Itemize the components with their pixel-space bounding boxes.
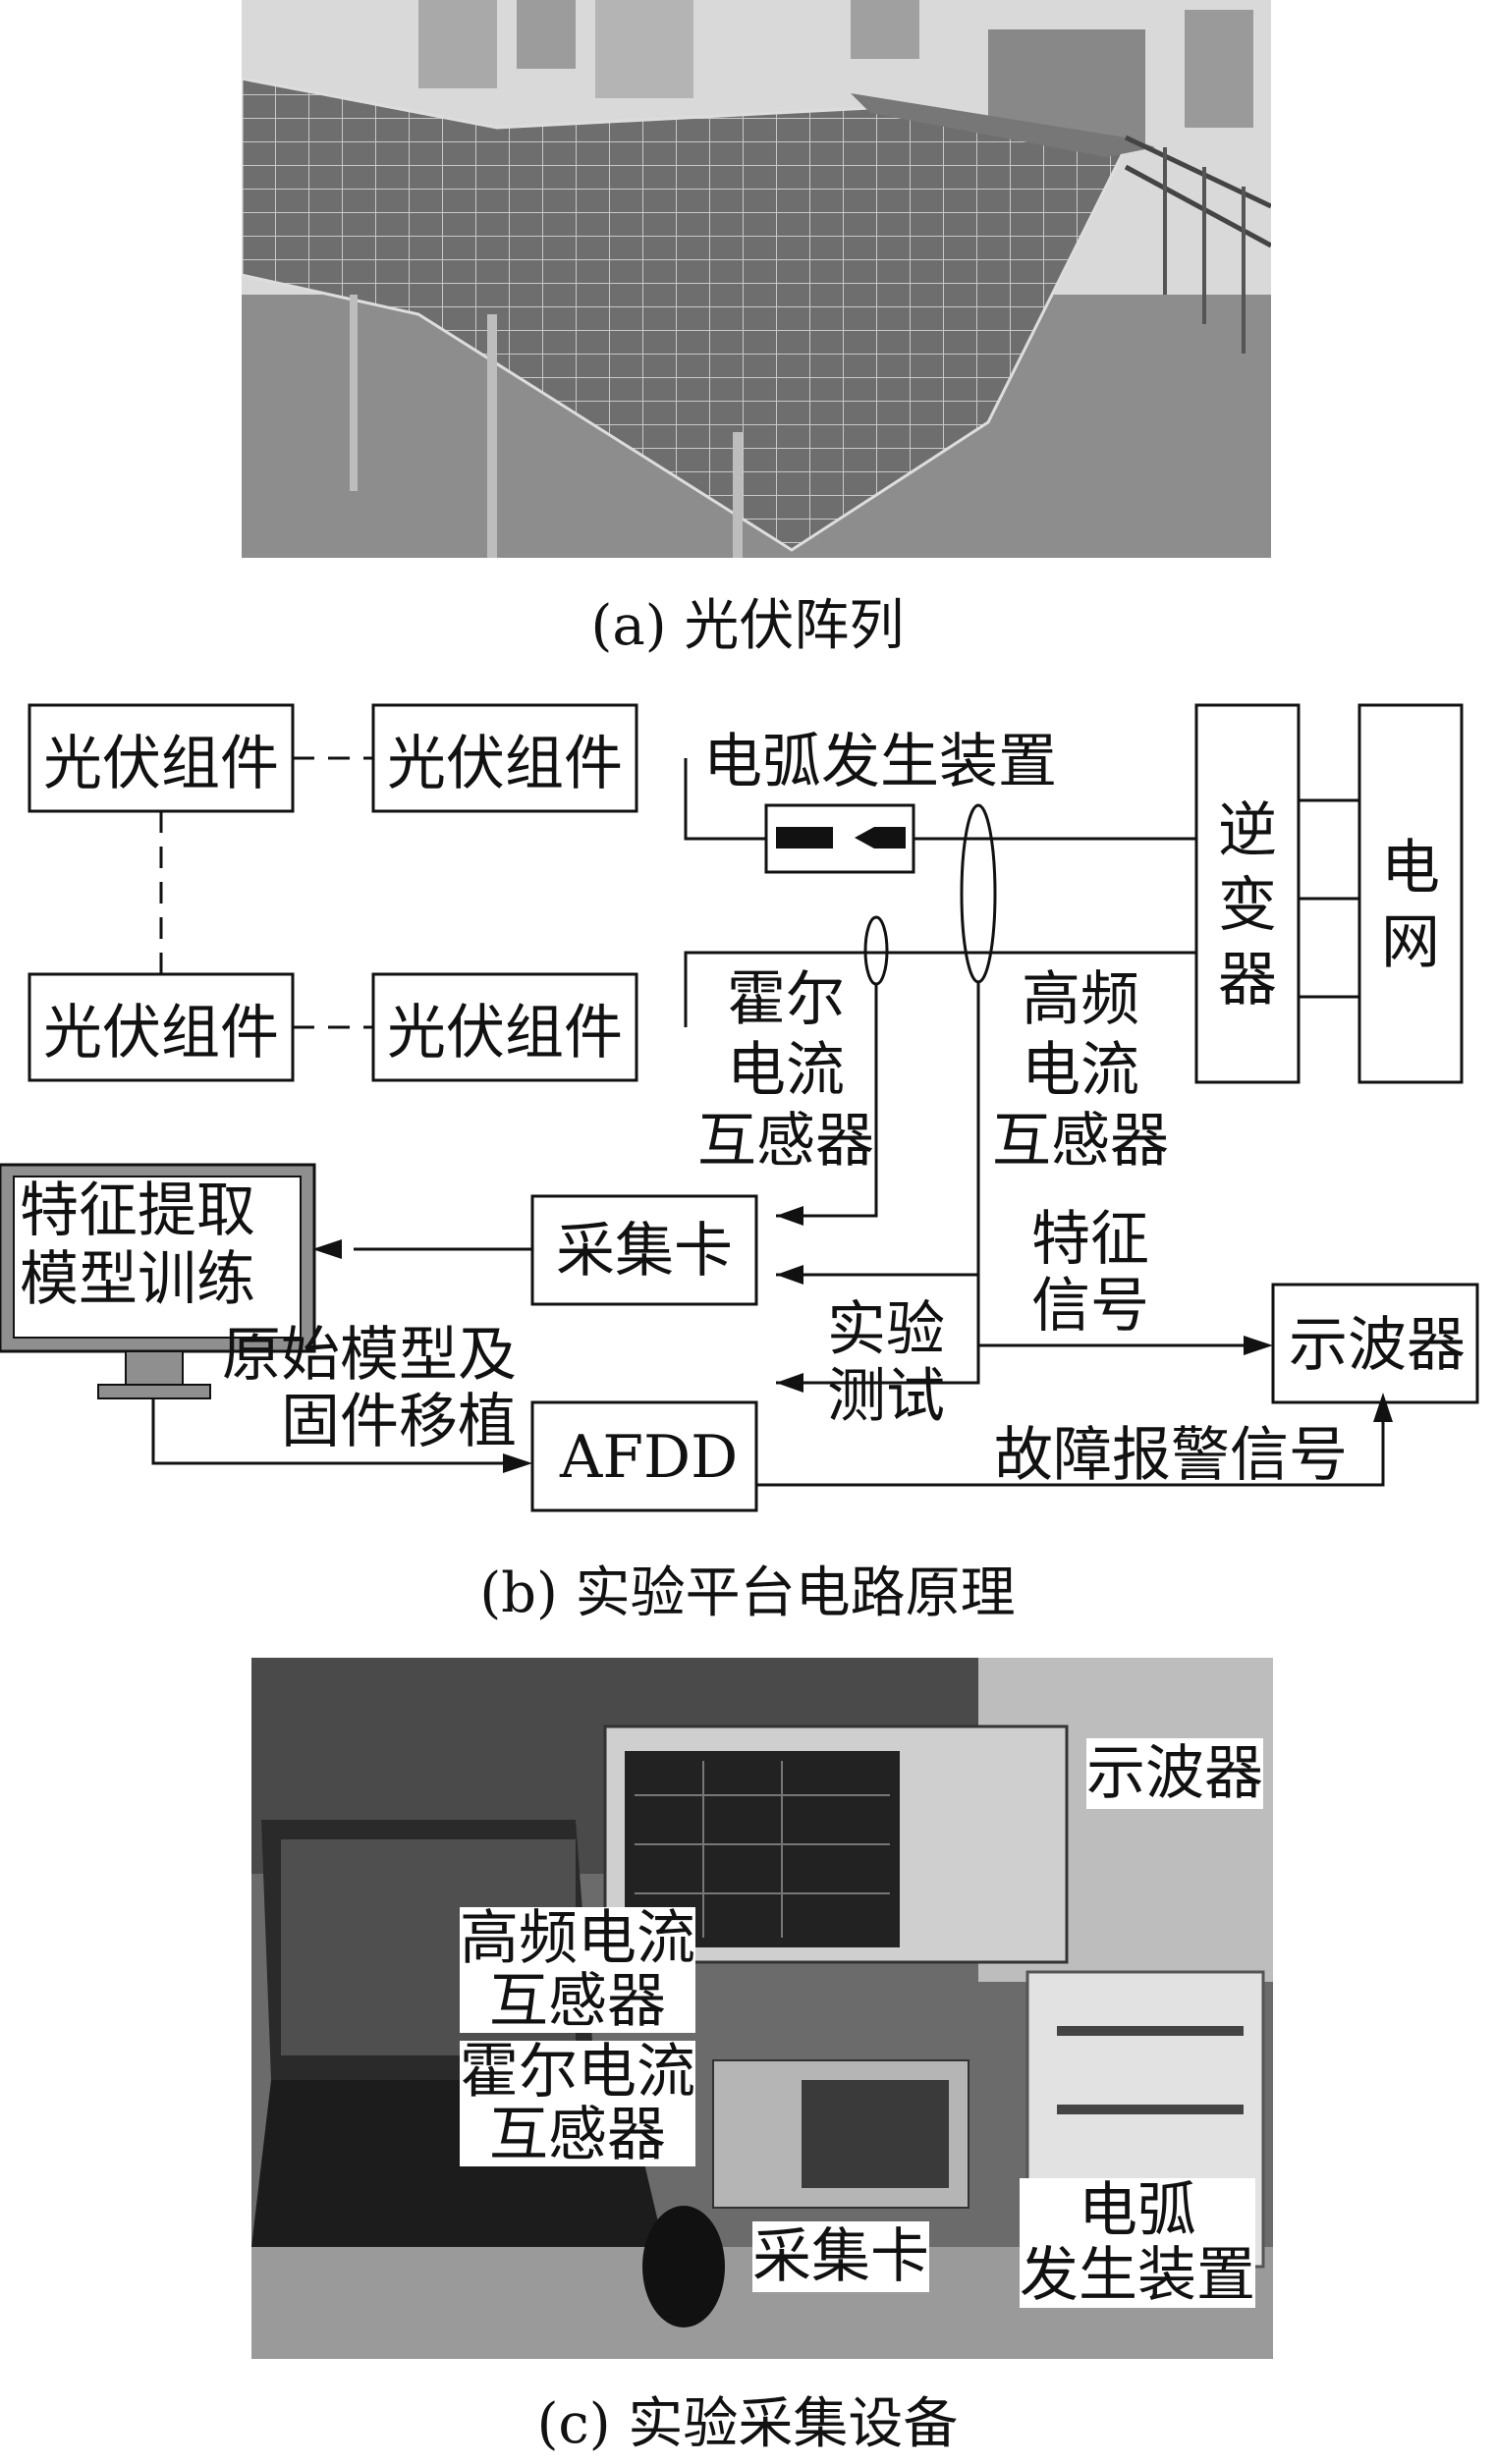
caption-a: (a) 光伏阵列 (590, 594, 905, 658)
pv-module-label: 光伏组件 (43, 999, 279, 1068)
fault-alarm-label: 故障报警信号 (994, 1421, 1348, 1490)
module-link-dashed (159, 756, 373, 1029)
pv-module-label: 光伏组件 (43, 730, 279, 798)
top-string-wire (684, 758, 766, 841)
computer-icon (0, 1163, 316, 1399)
pv-array-illustration (242, 0, 1271, 558)
oscilloscope-label: 示波器 (1289, 1311, 1466, 1380)
inverter-grid-wires (1299, 798, 1359, 999)
pv-array-photo (242, 0, 1271, 558)
daq-card-label: 采集卡 (556, 1217, 733, 1286)
test-label: 实验 测试 (827, 1295, 945, 1431)
model-porting-label: 原始模型及 固件移植 (222, 1321, 517, 1456)
photo-arc-device-label: 电弧 发生装置 (1020, 2176, 1255, 2310)
pv-module-label: 光伏组件 (387, 999, 623, 1068)
feature-signal-label: 特征 信号 (1031, 1205, 1149, 1341)
afdd-box (530, 1400, 758, 1512)
inverter-box (1194, 703, 1301, 1084)
photo-hf-ct-label: 高频电流 互感器 (460, 1904, 695, 2036)
grid-box (1357, 703, 1464, 1084)
alarm-signal-line (756, 1422, 1385, 1487)
hall-ct-signal (776, 984, 878, 1218)
afdd-label: AFDD (560, 1423, 739, 1492)
hall-ct-label: 霍尔 电流 互感器 (697, 965, 874, 1176)
pv-module-label: 光伏组件 (387, 730, 623, 798)
test-signal-line (776, 1275, 980, 1385)
caption-b: (b) 实验平台电路原理 (479, 1561, 1016, 1625)
inverter-label: 逆 变 器 (1218, 796, 1277, 1014)
oscilloscope-box (1271, 1283, 1479, 1404)
circuit-diagram (0, 703, 1479, 1512)
caption-c: (c) 实验采集设备 (536, 2392, 959, 2456)
arc-device-label: 电弧发生装置 (703, 728, 1057, 796)
photo-oscilloscope-label: 示波器 (1086, 1738, 1263, 1809)
photo-hall-ct-label: 霍尔电流 互感器 (460, 2038, 695, 2169)
hf-ct-symbol (960, 803, 997, 984)
pc-label: 特征提取 模型训练 (20, 1177, 255, 1314)
grid-label: 电 网 (1381, 834, 1440, 977)
bottom-string-wire (684, 951, 1196, 1027)
arc-electrodes (776, 827, 906, 849)
photo-daq-card-label: 采集卡 (752, 2221, 929, 2292)
hf-ct-label: 高频 电流 互感器 (992, 965, 1169, 1176)
